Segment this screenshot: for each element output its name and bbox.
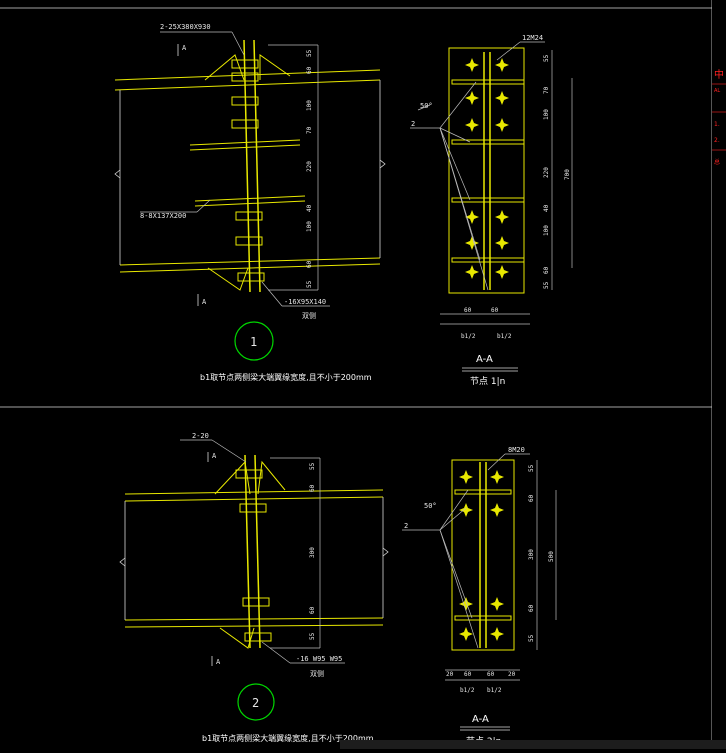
svg-text:60: 60 xyxy=(464,307,472,314)
svg-text:60: 60 xyxy=(491,307,499,314)
detail2-bolt-group xyxy=(235,469,272,642)
svg-text:700: 700 xyxy=(564,169,571,180)
svg-text:20: 20 xyxy=(446,671,454,678)
detail2-endplate-label: -16 W95 W95 xyxy=(296,655,342,663)
svg-text:55: 55 xyxy=(306,280,313,288)
bottom-status-bar xyxy=(340,740,726,749)
detail2-weld-label: 2 xyxy=(404,522,408,530)
detail1-stiffener-label: 8-8X137X200 xyxy=(140,212,186,220)
side-label-2: 1. xyxy=(714,121,720,128)
detail2-elevation-dims: 55 60 300 60 55 xyxy=(309,462,316,640)
detail2-section xyxy=(402,453,557,731)
detail1-endplate-sub: 双侧 xyxy=(302,311,316,320)
side-label-3: 2. xyxy=(714,137,720,144)
detail1-section-subtitle: 节点 1|n xyxy=(470,376,505,387)
svg-text:500: 500 xyxy=(548,551,555,562)
detail1-bolt-label: 12M24 xyxy=(522,34,543,42)
detail2-section-bolts xyxy=(459,470,504,641)
svg-text:55: 55 xyxy=(528,464,535,472)
svg-text:60: 60 xyxy=(543,266,550,274)
detail1-note: b1取节点两侧梁大端翼缘宽度,且不小于200mm xyxy=(200,372,372,382)
detail1-weld-angle: 50° xyxy=(420,102,433,110)
svg-text:100: 100 xyxy=(543,109,550,120)
svg-text:b1/2: b1/2 xyxy=(460,687,475,694)
detail1-section xyxy=(410,41,573,372)
detail2-plate-label: 2-20 xyxy=(192,432,209,440)
svg-text:55: 55 xyxy=(309,632,316,640)
svg-text:60: 60 xyxy=(309,606,316,614)
svg-text:100: 100 xyxy=(306,100,313,111)
side-label-1: AL xyxy=(714,88,720,94)
detail1-section-title: A-A xyxy=(476,354,493,365)
detail1-weld-label: 2 xyxy=(411,120,415,128)
side-label-4: 总 xyxy=(714,158,720,166)
svg-text:55: 55 xyxy=(543,281,550,289)
detail2-bolt-label: 8M20 xyxy=(508,446,525,454)
svg-text:220: 220 xyxy=(543,167,550,178)
svg-text:60: 60 xyxy=(528,494,535,502)
svg-text:40: 40 xyxy=(306,204,313,212)
detail1-bubble[interactable] xyxy=(234,321,274,361)
svg-text:b1/2: b1/2 xyxy=(461,333,476,340)
detail1-section-mark-bottom: A xyxy=(202,298,207,306)
svg-text:220: 220 xyxy=(306,161,313,172)
detail1-plate-label: 2-25X380X930 xyxy=(160,23,211,31)
svg-text:b1/2: b1/2 xyxy=(487,687,502,694)
svg-text:60: 60 xyxy=(309,484,316,492)
svg-text:55: 55 xyxy=(528,634,535,642)
side-panel-labels: 中 AL 1. 2. 总 xyxy=(712,68,726,166)
svg-text:60: 60 xyxy=(487,671,495,678)
detail2-section-mark-bottom: A xyxy=(216,658,221,666)
detail2-weld-angle: 50° xyxy=(424,502,437,510)
svg-text:60: 60 xyxy=(306,260,313,268)
svg-text:70: 70 xyxy=(543,86,550,94)
detail1-elevation-dims: 55 60 100 70 220 40 100 60 55 xyxy=(306,49,313,288)
svg-text:60: 60 xyxy=(528,604,535,612)
right-side-panel[interactable]: 中 AL 1. 2. 总 xyxy=(712,0,726,749)
detail2-section-title: A-A xyxy=(472,714,489,725)
svg-text:55: 55 xyxy=(543,54,550,62)
svg-text:60: 60 xyxy=(464,671,472,678)
detail1-endplate-label: -16X95X140 xyxy=(284,298,326,306)
detail2-bubble[interactable] xyxy=(237,683,275,721)
svg-text:40: 40 xyxy=(543,204,550,212)
svg-text:300: 300 xyxy=(528,549,535,560)
detail2-note: b1取节点两侧梁大端翼缘宽度,且不小于200mm xyxy=(202,733,374,743)
svg-text:300: 300 xyxy=(309,547,316,558)
detail2-elevation xyxy=(119,439,389,666)
svg-text:55: 55 xyxy=(306,49,313,57)
detail1-section-mark-top: A xyxy=(182,44,187,52)
svg-text:60: 60 xyxy=(306,66,313,74)
detail2-endplate-sub: 双侧 xyxy=(310,669,324,678)
svg-text:b1/2: b1/2 xyxy=(497,333,512,340)
svg-text:20: 20 xyxy=(508,671,516,678)
detail1-elevation xyxy=(114,31,386,307)
detail1-bubble-number: 1 xyxy=(250,335,257,349)
svg-text:100: 100 xyxy=(306,221,313,232)
detail1-section-bolts xyxy=(465,58,509,279)
detail2-section-mark-top: A xyxy=(212,452,217,460)
svg-text:55: 55 xyxy=(309,462,316,470)
detail1-bolt-group xyxy=(231,59,265,282)
detail2-bubble-number: 2 xyxy=(252,696,259,710)
svg-text:100: 100 xyxy=(543,225,550,236)
side-label-0: 中 xyxy=(714,68,724,81)
svg-text:70: 70 xyxy=(306,126,313,134)
detail2-section-dims: 55 60 300 60 55 500 20 60 60 20 b1/2 b1/… xyxy=(446,464,555,694)
detail1-section-dims: 55 70 100 220 40 100 60 55 700 60 60 b1/… xyxy=(461,54,571,340)
